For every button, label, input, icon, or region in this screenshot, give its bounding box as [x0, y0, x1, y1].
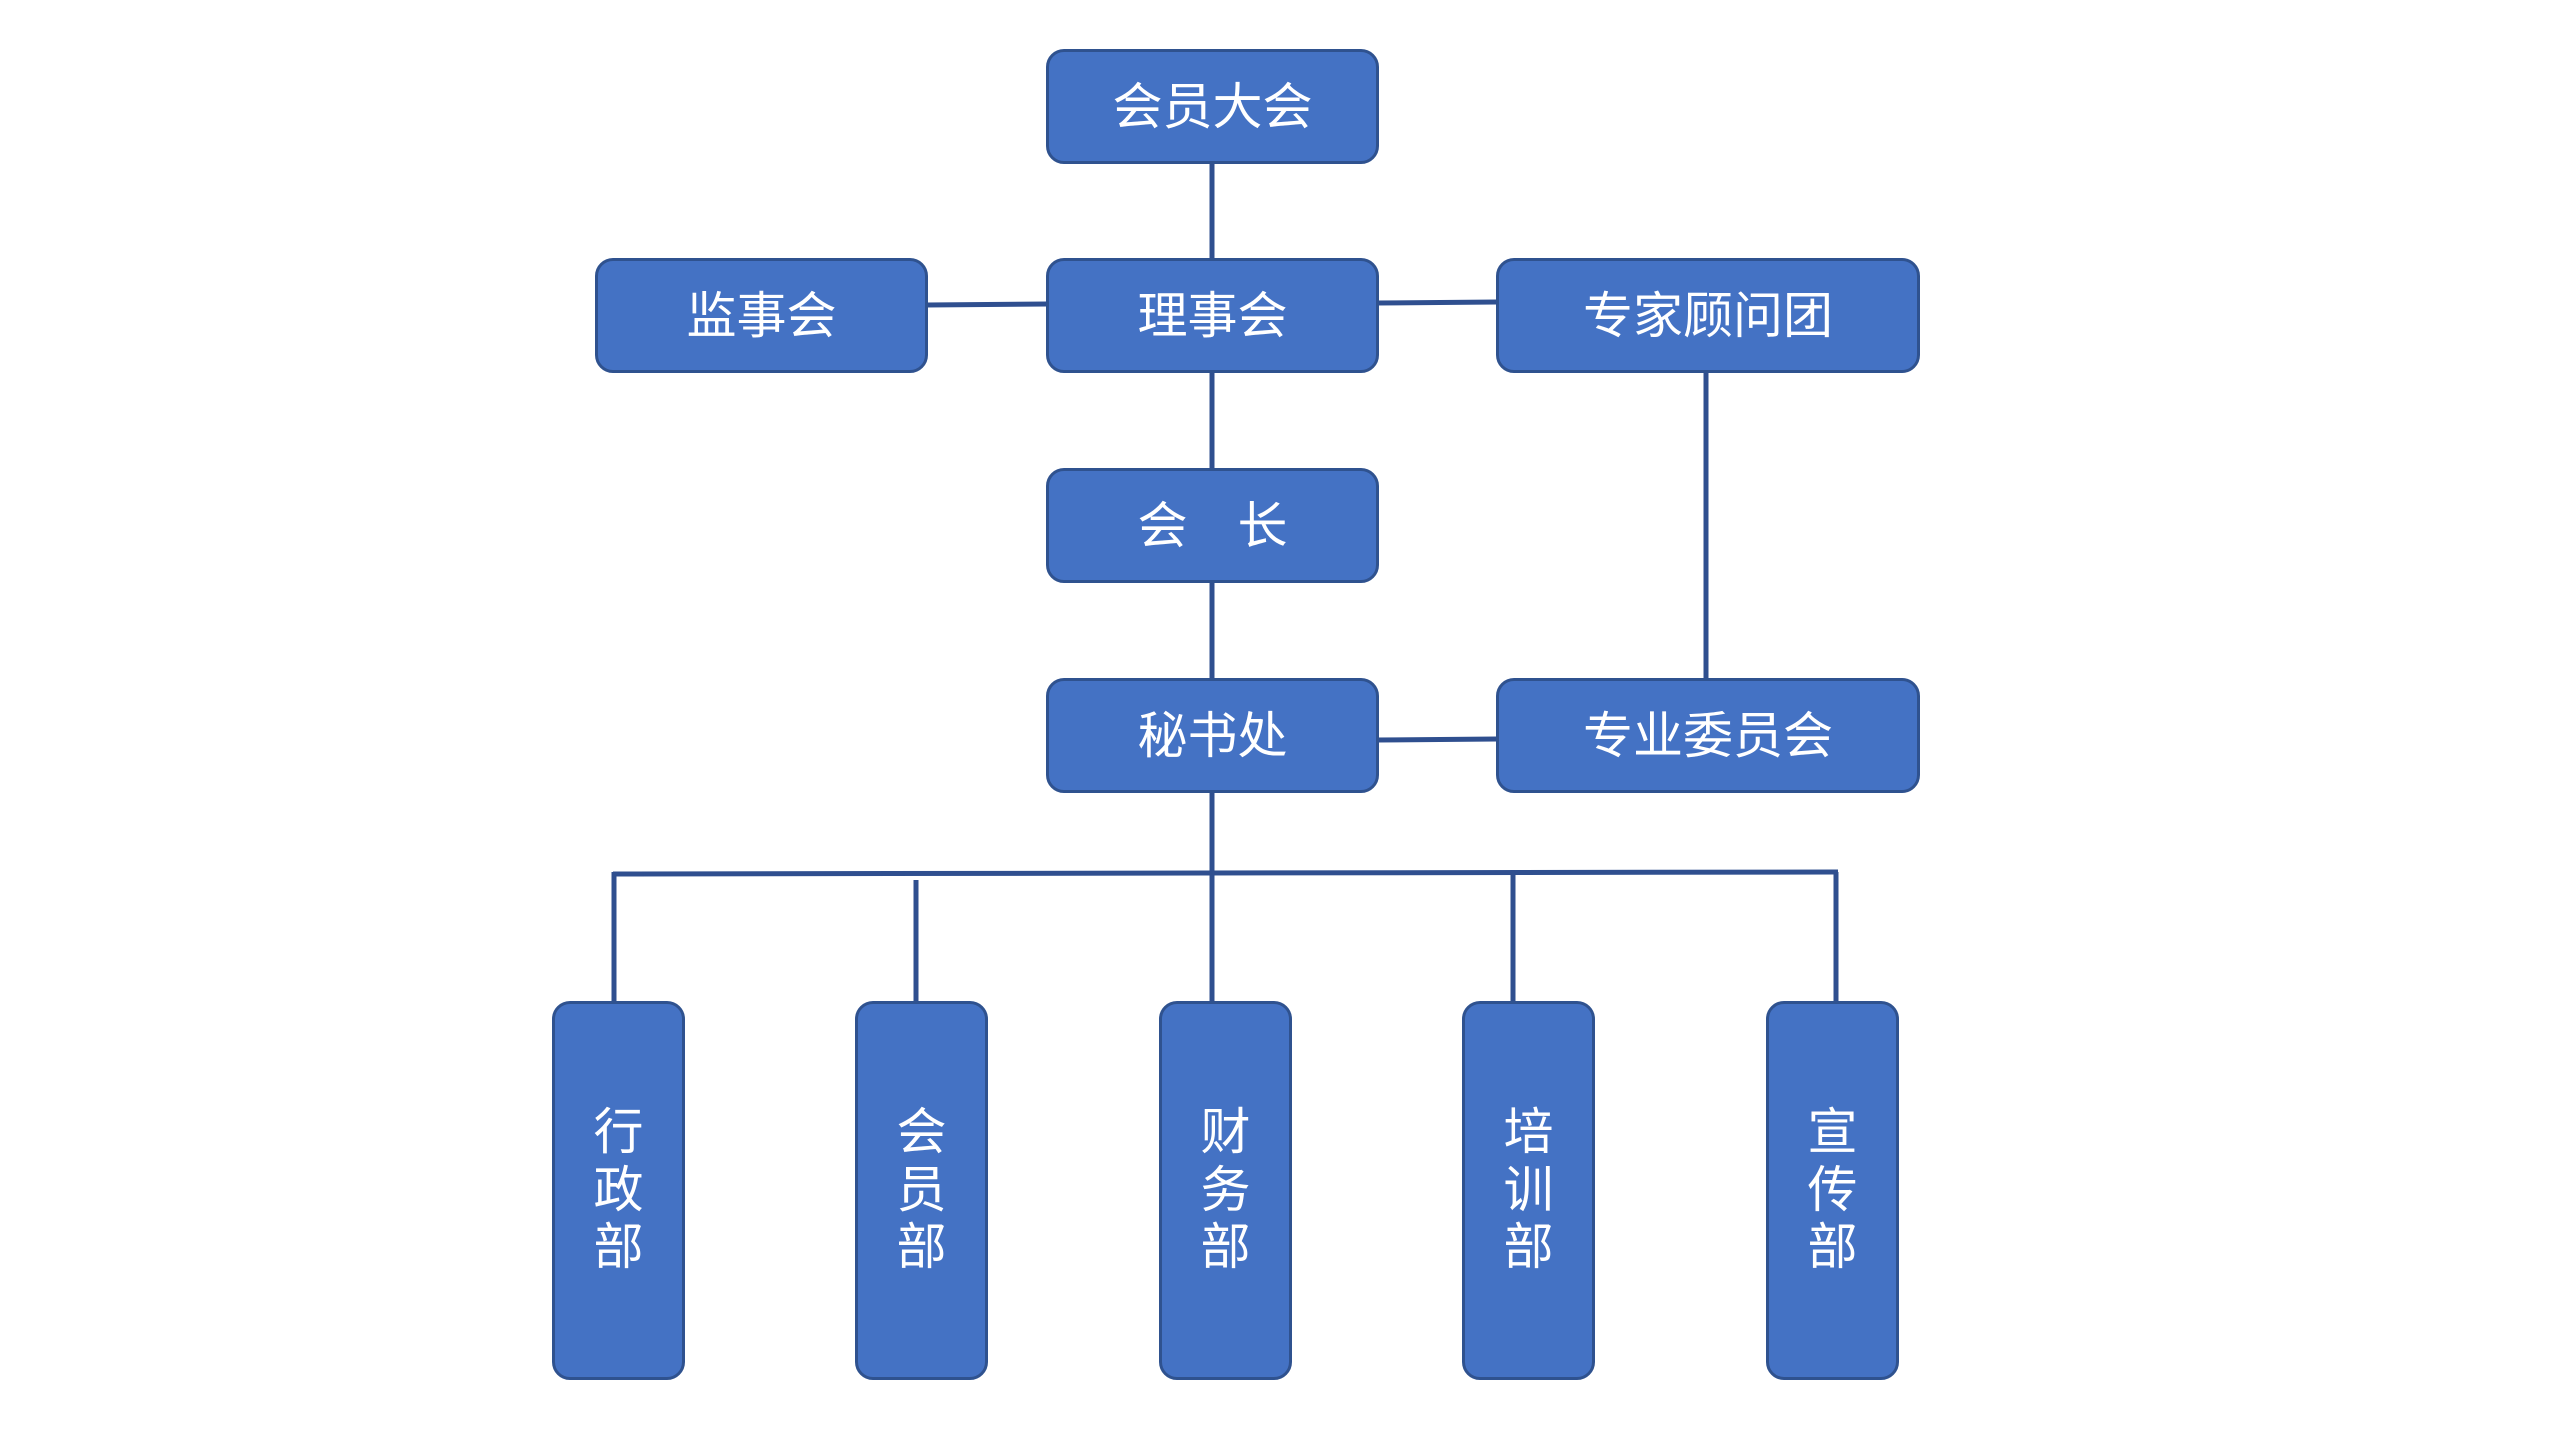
node-president-label: 会 长	[1137, 496, 1288, 555]
node-dept-admin: 行政部	[552, 1001, 685, 1380]
node-dept-member: 会员部	[855, 1001, 988, 1380]
node-dept-publicity: 宣传部	[1766, 1001, 1899, 1380]
vertical-char: 务	[1200, 1160, 1251, 1219]
node-professional-committee-label: 专业委员会	[1583, 706, 1833, 765]
vertical-char: 员	[896, 1160, 947, 1219]
vertical-char: 培	[1503, 1103, 1554, 1162]
node-supervisory-board-label: 监事会	[686, 286, 837, 345]
vertical-char: 部	[1807, 1218, 1858, 1277]
node-dept-member-label: 会员部	[897, 1104, 947, 1277]
vertical-char: 部	[1503, 1218, 1554, 1277]
vertical-char: 政	[593, 1160, 644, 1219]
node-dept-finance-label: 财务部	[1201, 1104, 1251, 1277]
vertical-char: 宣	[1807, 1103, 1858, 1162]
vertical-char: 财	[1200, 1103, 1251, 1162]
connector-department-bus	[612, 869, 1839, 877]
node-secretariat: 秘书处	[1046, 678, 1379, 793]
vertical-char: 会	[896, 1103, 947, 1162]
node-general-assembly: 会员大会	[1046, 49, 1379, 164]
vertical-char: 传	[1807, 1160, 1858, 1219]
node-board-label: 理事会	[1137, 286, 1288, 345]
connector-secretariat-committee	[1376, 736, 1498, 743]
node-dept-finance: 财务部	[1159, 1001, 1292, 1380]
node-expert-team: 专家顾问团	[1496, 258, 1920, 373]
vertical-char: 部	[896, 1218, 947, 1277]
connector-supervisory-board	[926, 301, 1048, 308]
node-board: 理事会	[1046, 258, 1379, 373]
node-dept-admin-label: 行政部	[594, 1104, 644, 1277]
connector-board-expert	[1376, 299, 1498, 306]
vertical-char: 部	[1200, 1218, 1251, 1277]
node-dept-publicity-label: 宣传部	[1808, 1104, 1858, 1277]
node-general-assembly-label: 会员大会	[1112, 77, 1313, 136]
node-professional-committee: 专业委员会	[1496, 678, 1920, 793]
vertical-char: 行	[593, 1103, 644, 1162]
vertical-char: 部	[593, 1218, 644, 1277]
node-secretariat-label: 秘书处	[1137, 706, 1288, 765]
node-dept-training-label: 培训部	[1504, 1104, 1554, 1277]
node-dept-training: 培训部	[1462, 1001, 1595, 1380]
node-president: 会 长	[1046, 468, 1379, 583]
node-supervisory-board: 监事会	[595, 258, 928, 373]
vertical-char: 训	[1503, 1160, 1554, 1219]
node-expert-team-label: 专家顾问团	[1583, 286, 1833, 345]
